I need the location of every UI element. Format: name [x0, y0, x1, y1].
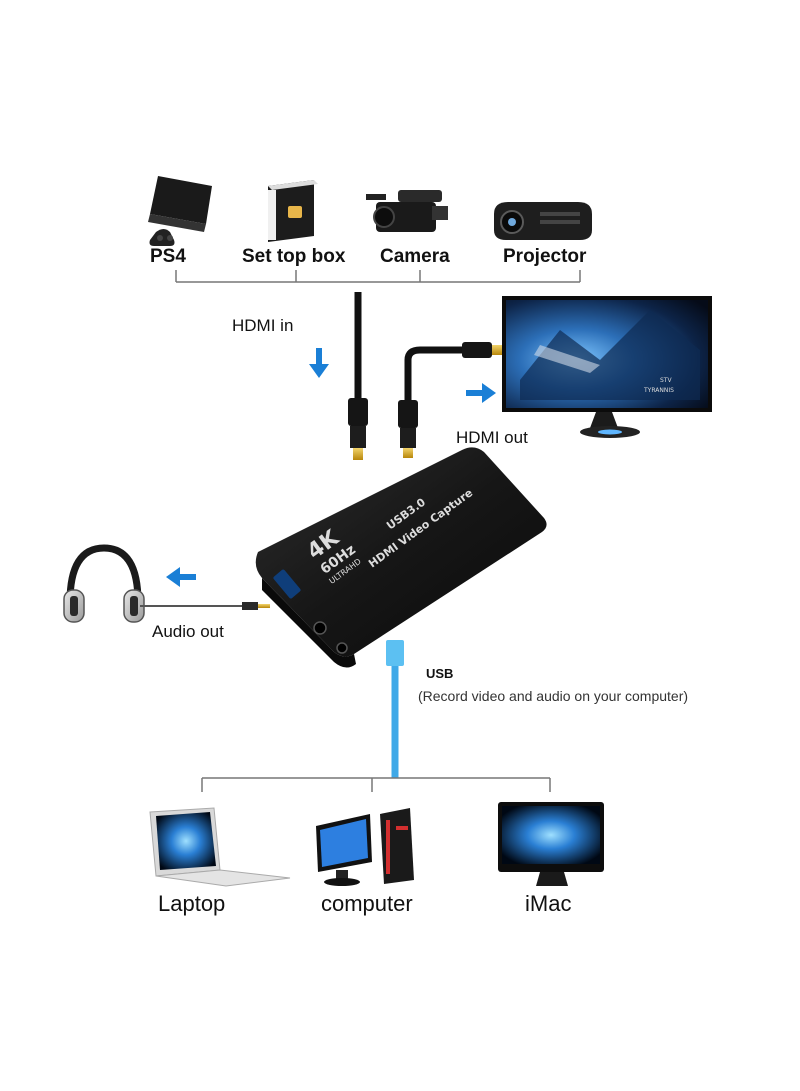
source-label-set-top-box: Set top box	[242, 246, 346, 267]
hdmi-out-arrow-icon	[466, 383, 496, 403]
usb-note-label: (Record video and audio on your computer…	[418, 688, 689, 704]
source-label-ps4: PS4	[150, 246, 186, 267]
destination-label-computer: computer	[321, 891, 413, 916]
usb-bracket	[201, 777, 551, 792]
monitor-text-line2: TYRANNIS	[643, 387, 674, 394]
destination-label-laptop: Laptop	[158, 891, 226, 916]
usb-label: USB	[426, 666, 454, 681]
audio-cable	[140, 602, 270, 610]
hdmi-out-cable	[398, 342, 504, 458]
projector-icon	[494, 202, 592, 240]
source-label-projector: Projector	[503, 246, 587, 267]
monitor-icon: STV TYRANNIS	[502, 296, 712, 438]
hdmi-in-label: HDMI in	[232, 316, 294, 335]
capture-card: 4K 60Hz ULTRAHD HDMI Video Capture USB3.…	[255, 447, 547, 668]
headphones-icon	[63, 544, 145, 623]
hdmi-in-arrow-icon	[309, 348, 329, 378]
laptop-icon	[149, 807, 291, 887]
imac-icon	[498, 802, 604, 886]
computer-icon	[316, 808, 414, 886]
ps4-icon	[148, 176, 212, 246]
audio-out-label: Audio out	[152, 622, 224, 641]
hdmi-out-label: HDMI out	[456, 428, 528, 447]
audio-out-arrow-icon	[166, 567, 196, 587]
destination-label-imac: iMac	[525, 891, 572, 916]
usb-cable	[386, 640, 404, 778]
hdmi-in-cable	[348, 292, 368, 460]
monitor-text-line1: STV	[660, 377, 672, 384]
camera-icon	[366, 190, 448, 232]
set-top-box-icon	[268, 180, 318, 242]
source-label-camera: Camera	[380, 246, 450, 267]
hdmi-in-bracket	[175, 270, 581, 283]
